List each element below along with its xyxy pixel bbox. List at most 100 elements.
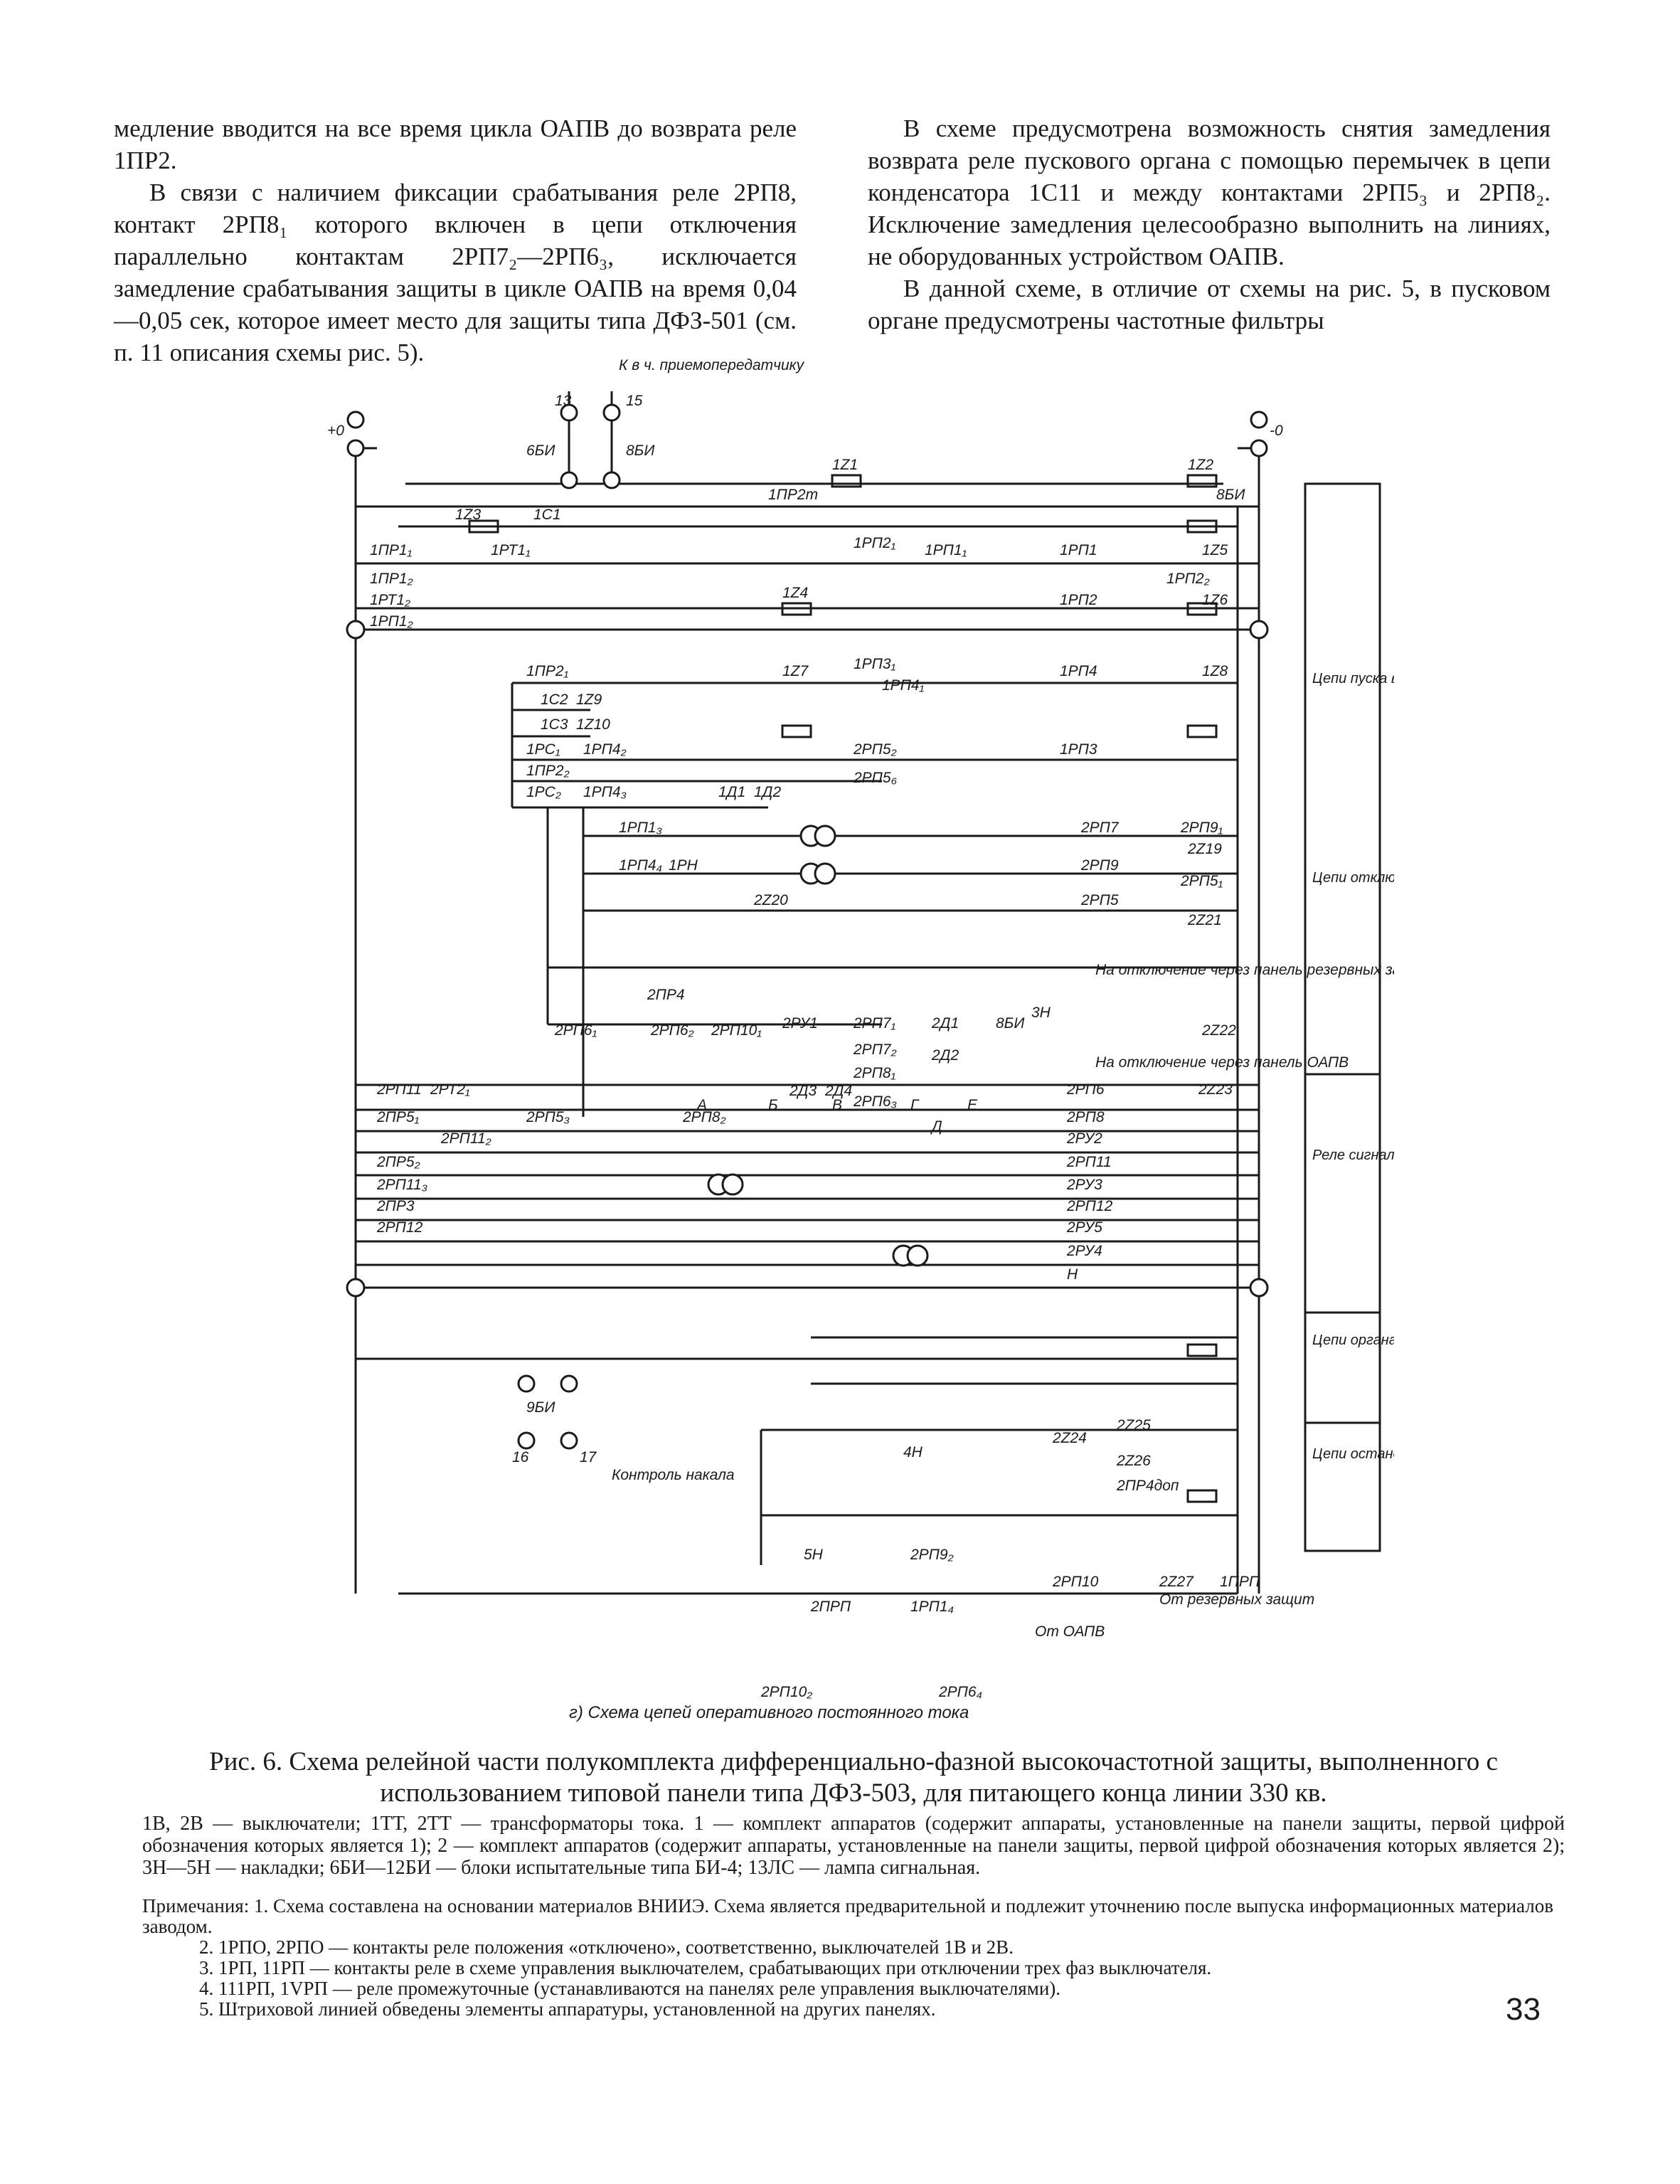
component-label: 1РП1₁ <box>925 542 967 558</box>
component-label: 1ПР2т <box>768 487 818 503</box>
component-label: 2РП11 <box>1066 1154 1112 1170</box>
component-label: 2РУ4 <box>1066 1243 1102 1259</box>
component-label: 2РП10₁ <box>711 1022 762 1039</box>
component-label: 2РП10₂ <box>760 1684 812 1700</box>
component-label: 1РП1₂ <box>370 613 413 630</box>
component-label: 8БИ <box>1216 487 1245 503</box>
component-label: Н <box>1067 1266 1078 1283</box>
component-label: 1РС₂ <box>526 784 561 800</box>
component-label: 1Z5 <box>1202 542 1228 558</box>
component-label: 2РП8₁ <box>853 1065 896 1081</box>
component-label: 1Д1 <box>718 784 745 800</box>
component-label: 2РП5₁ <box>1180 873 1223 889</box>
component-label: 1Z10 <box>576 716 610 733</box>
terminal-letter: Б <box>768 1097 778 1113</box>
component-label: 2ПР4 <box>647 987 685 1003</box>
component-label: 2РП6₁ <box>554 1022 597 1039</box>
component-label: 2Z24 <box>1052 1430 1087 1446</box>
paragraph: В данной схеме, в отличие от схемы на ри… <box>868 275 1551 334</box>
section-label: Цепи останов-ки в.ч. передатчика <box>1312 1446 1394 1462</box>
component-label: 1РП2₂ <box>1166 571 1210 587</box>
component-label: 2ПР5₂ <box>376 1154 420 1170</box>
section-label: Цепи отключения <box>1312 870 1394 886</box>
section-label: Цепи пуска в ч передатчика <box>1312 671 1394 687</box>
component-label: 1C3 <box>541 716 568 733</box>
note: 3. 1РП, 11РП — контакты реле в схеме упр… <box>199 1957 1212 1978</box>
component-label: 2ПР4доп <box>1116 1478 1179 1494</box>
component-label: 1ПРП <box>1220 1574 1260 1590</box>
terminal-label: -0 <box>1270 423 1283 439</box>
block-label: 8БИ <box>626 442 655 459</box>
annotation: На отключение через панель резервных защ… <box>1095 962 1394 978</box>
terminal-letter: А <box>696 1097 707 1113</box>
component-label: 1Z1 <box>832 457 858 473</box>
section-labels: Цепи пуска в ч передатчика Цепи отключен… <box>1312 671 1394 1462</box>
component-label: 2РП6₂ <box>650 1022 694 1039</box>
component-label: 1ПР1₂ <box>370 571 413 587</box>
component-label: 2ПРП <box>810 1599 851 1615</box>
component-label: 1РП3₁ <box>854 656 896 672</box>
terminal-label: 16 <box>512 1449 529 1465</box>
component-label: 2РП8 <box>1066 1109 1105 1125</box>
component-label: 2РП9₁ <box>1180 820 1223 836</box>
component-label: 2РУ2 <box>1066 1130 1102 1147</box>
component-label: 1ПР2₂ <box>526 763 570 779</box>
annotation: Контроль накала <box>612 1467 735 1483</box>
component-label: 1РП2₁ <box>854 535 896 551</box>
section-label: Реле сигнализации <box>1312 1147 1394 1163</box>
figure-notes: Примечания: 1. Схема составлена на основ… <box>142 1896 1565 2020</box>
component-label: 2РП7₁ <box>853 1015 896 1032</box>
component-label: 1Z8 <box>1202 663 1228 679</box>
component-label: 1РТ1₁ <box>491 542 531 558</box>
terminal-label: +0 <box>327 423 344 439</box>
component-label: 2РП11 <box>376 1081 422 1098</box>
component-label: 1РП4₂ <box>583 741 627 758</box>
component-label: 1РП4 <box>1060 663 1097 679</box>
component-label: 1РП1₃ <box>619 820 662 836</box>
figure-legend: 1В, 2В — выключатели; 1ТТ, 2ТТ — трансфо… <box>142 1813 1565 1879</box>
component-label: 2РУ5 <box>1066 1219 1102 1236</box>
terminal-letter: Д <box>930 1118 942 1135</box>
annotation: На отключение через панель ОАПВ <box>1095 1054 1349 1071</box>
component-label: 5Н <box>804 1547 824 1563</box>
component-label: 2Д3 <box>789 1083 817 1099</box>
component-label: 2Z22 <box>1201 1022 1236 1039</box>
component-label: 2РП12 <box>1066 1198 1113 1214</box>
component-label: 2РП5₃ <box>526 1109 570 1125</box>
component-label: 1Z9 <box>576 691 602 708</box>
component-label: 1РП2 <box>1060 592 1097 608</box>
component-label: 1Д2 <box>754 784 781 800</box>
component-label: 2Z27 <box>1159 1574 1194 1590</box>
text-column-left: медление вводится на все время цикла ОАП… <box>114 112 797 369</box>
component-label: 2Z26 <box>1116 1453 1151 1469</box>
component-label: 2РП5 <box>1080 892 1119 908</box>
component-label: 1Z6 <box>1202 592 1228 608</box>
component-label: 8БИ <box>996 1015 1025 1032</box>
component-label: 2РП9 <box>1080 857 1119 874</box>
component-label: 2РТ2₁ <box>430 1081 470 1098</box>
component-label: 1РТ1₂ <box>370 592 410 608</box>
component-label: 2РП5₆ <box>853 770 898 786</box>
component-label: 4Н <box>903 1444 923 1461</box>
component-label: 1Z4 <box>782 585 808 601</box>
component-label: 2РП6₄ <box>938 1684 982 1700</box>
component-label: 2РУ3 <box>1066 1177 1102 1193</box>
component-label: 2Z23 <box>1198 1081 1233 1098</box>
component-label: 2Д2 <box>931 1047 959 1064</box>
component-label: 2Д1 <box>931 1015 959 1032</box>
component-label: 2РП12 <box>376 1219 423 1236</box>
note: 5. Штриховой линией обведены элементы ап… <box>199 1998 936 2020</box>
annotation: От ОАПВ <box>1035 1623 1105 1640</box>
terminal-label: 15 <box>626 393 643 409</box>
component-label: 1Z2 <box>1188 457 1214 473</box>
figure-caption: Рис. 6. Схема релейной части полукомплек… <box>209 1747 1498 1808</box>
terminal-letter: Е <box>967 1097 978 1113</box>
component-label: 1РП4₄ <box>619 857 662 874</box>
component-label: 2Z19 <box>1187 841 1222 857</box>
component-label: 1Z7 <box>782 663 809 679</box>
component-label: 1РП1₄ <box>910 1599 954 1615</box>
text-column-right: В схеме предусмотрена возможность снятия… <box>868 112 1551 336</box>
component-label: 1ПР1₁ <box>370 542 413 558</box>
component-label: 3Н <box>1031 1004 1051 1021</box>
component-label: 1РП4₃ <box>583 784 627 800</box>
